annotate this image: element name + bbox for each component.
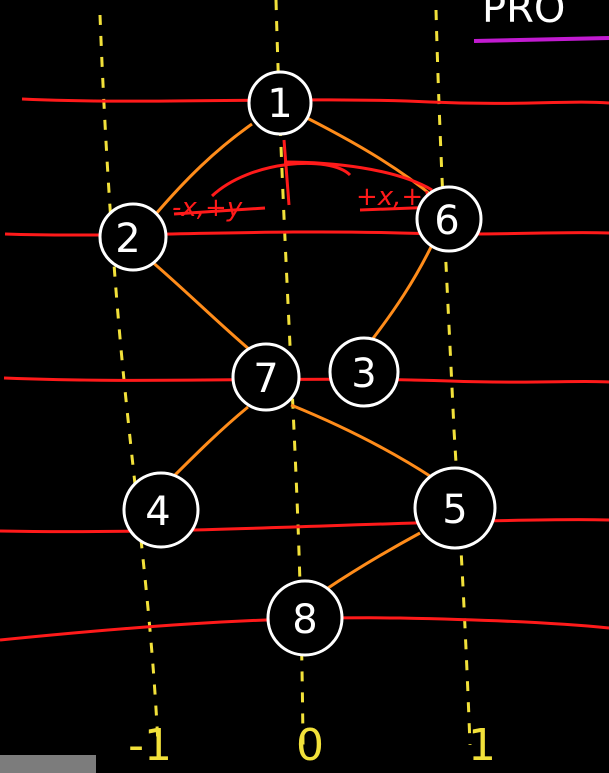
edge-6-3 [366,242,435,346]
offset-right-arc [283,160,433,192]
annotation-left: -x,+y [172,193,243,223]
edge-2-7 [149,258,251,352]
edge-5-8 [324,531,421,592]
column-label-right: 1 [468,720,496,771]
node-label: 5 [442,487,467,533]
node-circle [266,579,344,657]
offset-left-arc [210,161,352,198]
node-label: 8 [292,597,317,643]
node-label: 1 [267,81,292,127]
edge-7-4 [166,405,249,484]
column-line-right [434,9,472,746]
title-underline [473,36,609,43]
node-label: 3 [351,351,376,397]
level-line-1 [21,97,609,105]
tree-node-6: 6 [415,185,483,253]
edge-1-2 [153,122,253,216]
level-line-3 [3,376,609,384]
node-circle [247,70,313,136]
level-line-4 [0,518,609,534]
node-circle [231,342,301,412]
node-circle [413,466,497,550]
edge-1-6 [306,116,436,200]
offset-left-underline [173,206,266,216]
tree-node-4: 4 [122,471,200,549]
corner-overlay [0,755,96,773]
tree-node-8: 8 [266,579,344,657]
tree-node-2: 2 [98,202,168,272]
node-label: 7 [253,356,278,402]
node-circle [415,185,483,253]
node-circle [122,471,200,549]
offset-root-mark [282,139,291,206]
column-label-left: -1 [128,720,172,771]
node-circle [328,336,400,408]
level-line-2 [4,230,609,237]
tree-node-7: 7 [231,342,301,412]
tree-node-1: 1 [247,70,313,136]
tree-node-5: 5 [413,466,497,550]
column-label-center: 0 [296,720,324,771]
node-circle [98,202,168,272]
node-label: 2 [115,216,140,262]
tree-node-3: 3 [328,336,400,408]
level-line-5 [0,616,609,642]
edge-7-5 [290,403,434,480]
node-label: 6 [434,198,459,244]
node-label: 4 [145,489,170,535]
page-title-partial: PRO [482,0,565,32]
